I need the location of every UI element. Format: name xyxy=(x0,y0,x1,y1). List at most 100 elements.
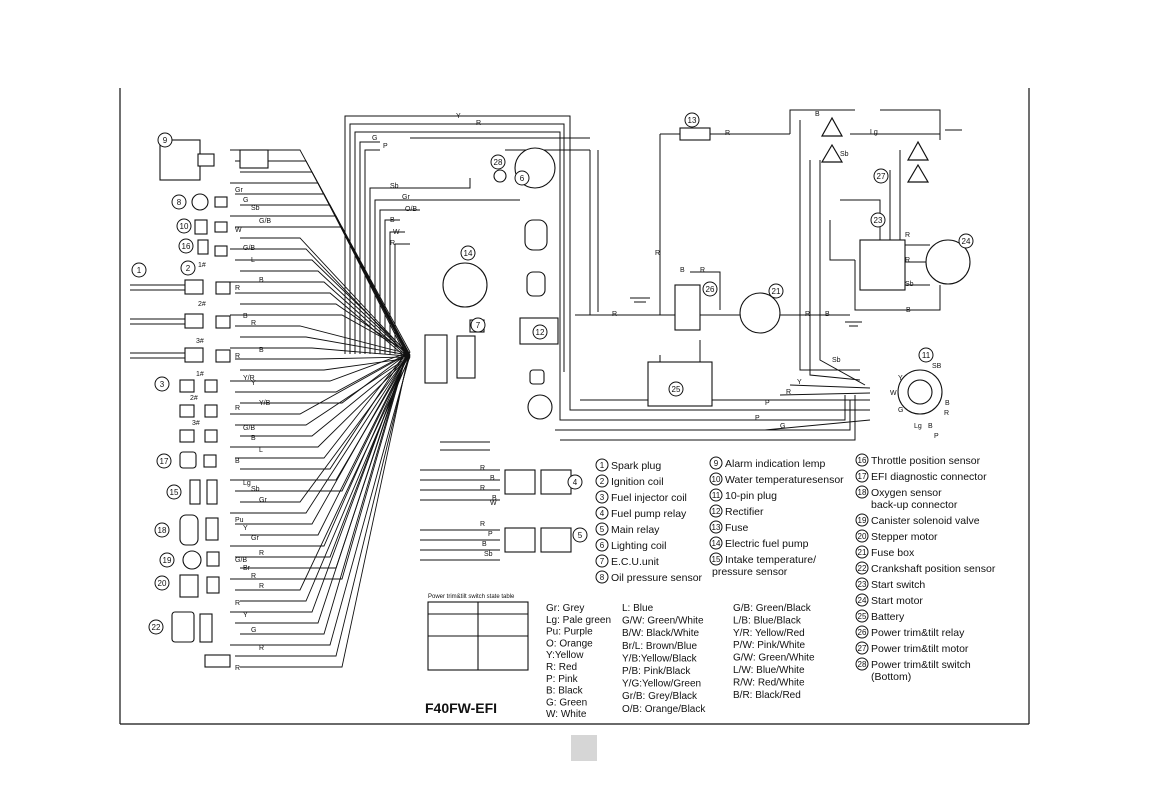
power-circuit-wires xyxy=(569,109,941,431)
harness-wire xyxy=(230,352,410,547)
harness-wire xyxy=(240,237,408,354)
legend-number-circle xyxy=(855,453,869,467)
wire-label: R xyxy=(480,485,485,492)
wire-label: B xyxy=(235,458,240,465)
wire-label: G xyxy=(780,423,785,430)
wire-label: Sb xyxy=(840,151,849,158)
legend-number: 26 xyxy=(858,628,867,637)
legend-number-circle xyxy=(595,490,609,504)
legend-label-continued: back-up connector xyxy=(871,499,958,511)
wire-label: Y xyxy=(251,380,256,387)
wire-label: B xyxy=(680,267,685,274)
color-code-entry: P: Pink xyxy=(546,674,579,685)
color-code-entry: Y/B:Yellow/Black xyxy=(622,653,698,664)
wire-label: R xyxy=(476,120,481,127)
legend-label: Main relay xyxy=(611,524,660,536)
relay-triangles xyxy=(820,116,930,183)
number-marker-circle xyxy=(668,381,684,397)
harness-wire xyxy=(235,354,410,492)
legend-label: Alarm indication lemp xyxy=(725,458,826,470)
wire-label: B xyxy=(815,111,820,118)
number-marker-text: 21 xyxy=(772,287,781,296)
wire-label: 3# xyxy=(192,420,200,427)
legend-label: Rectifier xyxy=(725,506,764,518)
number-marker-circle xyxy=(514,170,530,186)
legend-number-circle xyxy=(855,609,869,623)
harness-wire xyxy=(235,226,409,353)
wire-label: G/B xyxy=(235,557,247,564)
harness-wire xyxy=(230,314,411,354)
wire-label: G xyxy=(243,197,248,204)
diagram-border xyxy=(119,88,1030,725)
harness-wire xyxy=(240,303,407,353)
harness-wire xyxy=(235,355,410,657)
wire-label: Br xyxy=(243,565,251,572)
legend-number: 2 xyxy=(600,477,605,486)
legend-number-circle xyxy=(855,657,869,671)
wire-label: Sb xyxy=(390,183,399,190)
color-code-entry: G/B: Green/Black xyxy=(733,603,812,614)
number-marker-text: 10 xyxy=(180,222,189,231)
legend-number: 13 xyxy=(712,523,721,532)
harness-wire xyxy=(230,353,411,481)
harness-wire xyxy=(240,353,408,404)
number-marker-text: 11 xyxy=(922,351,931,360)
number-marker-circle xyxy=(460,245,476,261)
number-marker-text: 19 xyxy=(163,556,172,565)
legend-number-circle xyxy=(595,506,609,520)
number-marker-text: 5 xyxy=(578,531,583,540)
number-marker-circle xyxy=(490,154,506,170)
wire-label: R xyxy=(235,405,240,412)
wire-label: L xyxy=(251,257,255,264)
color-code-entry: Gr/B: Grey/Black xyxy=(622,691,698,702)
wire-label: R xyxy=(259,550,264,557)
number-marker-text: 9 xyxy=(163,136,168,145)
number-marker-circle xyxy=(180,260,196,276)
number-marker-circle xyxy=(918,347,934,363)
harness-wire xyxy=(230,357,409,448)
number-marker-circle xyxy=(178,238,194,254)
color-code-entry: Y/R: Yellow/Red xyxy=(733,628,805,639)
wire-label: Gr xyxy=(259,497,267,504)
number-marker-text: 17 xyxy=(160,457,169,466)
wire-label: Y xyxy=(898,375,903,382)
wire-label: L xyxy=(259,447,263,454)
harness-wire xyxy=(240,357,410,602)
number-marker-circle xyxy=(470,317,486,333)
wire-label: Sb xyxy=(251,486,260,493)
legend-label: Water temperaturesensor xyxy=(725,474,844,486)
page-number-box xyxy=(571,735,597,761)
wire-label: Lg xyxy=(914,423,922,430)
wire-label: Y xyxy=(243,612,248,619)
wire-label: Y/B xyxy=(259,400,271,407)
wire-label: P xyxy=(934,433,939,440)
number-marker-text: 26 xyxy=(706,285,715,294)
legend-number: 1 xyxy=(600,461,605,470)
legend-number-circle xyxy=(855,485,869,499)
wire-label: B xyxy=(945,400,950,407)
wire-label: SB xyxy=(932,363,942,370)
harness-wire xyxy=(240,356,410,437)
legend-number-circle xyxy=(595,570,609,584)
legend-number: 23 xyxy=(858,580,867,589)
number-marker-text: 8 xyxy=(177,198,182,207)
wire-label: B xyxy=(390,217,395,224)
legend-number: 6 xyxy=(600,541,605,550)
number-marker-text: 27 xyxy=(877,172,886,181)
number-marker-circle xyxy=(532,324,548,340)
legend-label: Crankshaft position sensor xyxy=(871,563,996,575)
legend-number: 17 xyxy=(858,472,867,481)
wire-label: B xyxy=(492,495,497,502)
number-marker-text: 24 xyxy=(962,237,971,246)
color-code-entry: O: Orange xyxy=(546,638,593,649)
legend-label-continued: (Bottom) xyxy=(871,671,911,683)
legend-number-circle xyxy=(855,529,869,543)
legend-number-circle xyxy=(709,472,723,486)
legend-label: Fuse box xyxy=(871,547,915,559)
legend-label: Spark plug xyxy=(611,460,661,472)
legend-number: 9 xyxy=(714,459,719,468)
legend-label: EFI diagnostic connector xyxy=(871,471,987,483)
diagram-title: F40FW-EFI xyxy=(425,700,497,716)
color-code-entry: G/W: Green/White xyxy=(622,616,704,627)
wire-label: R xyxy=(390,240,395,247)
